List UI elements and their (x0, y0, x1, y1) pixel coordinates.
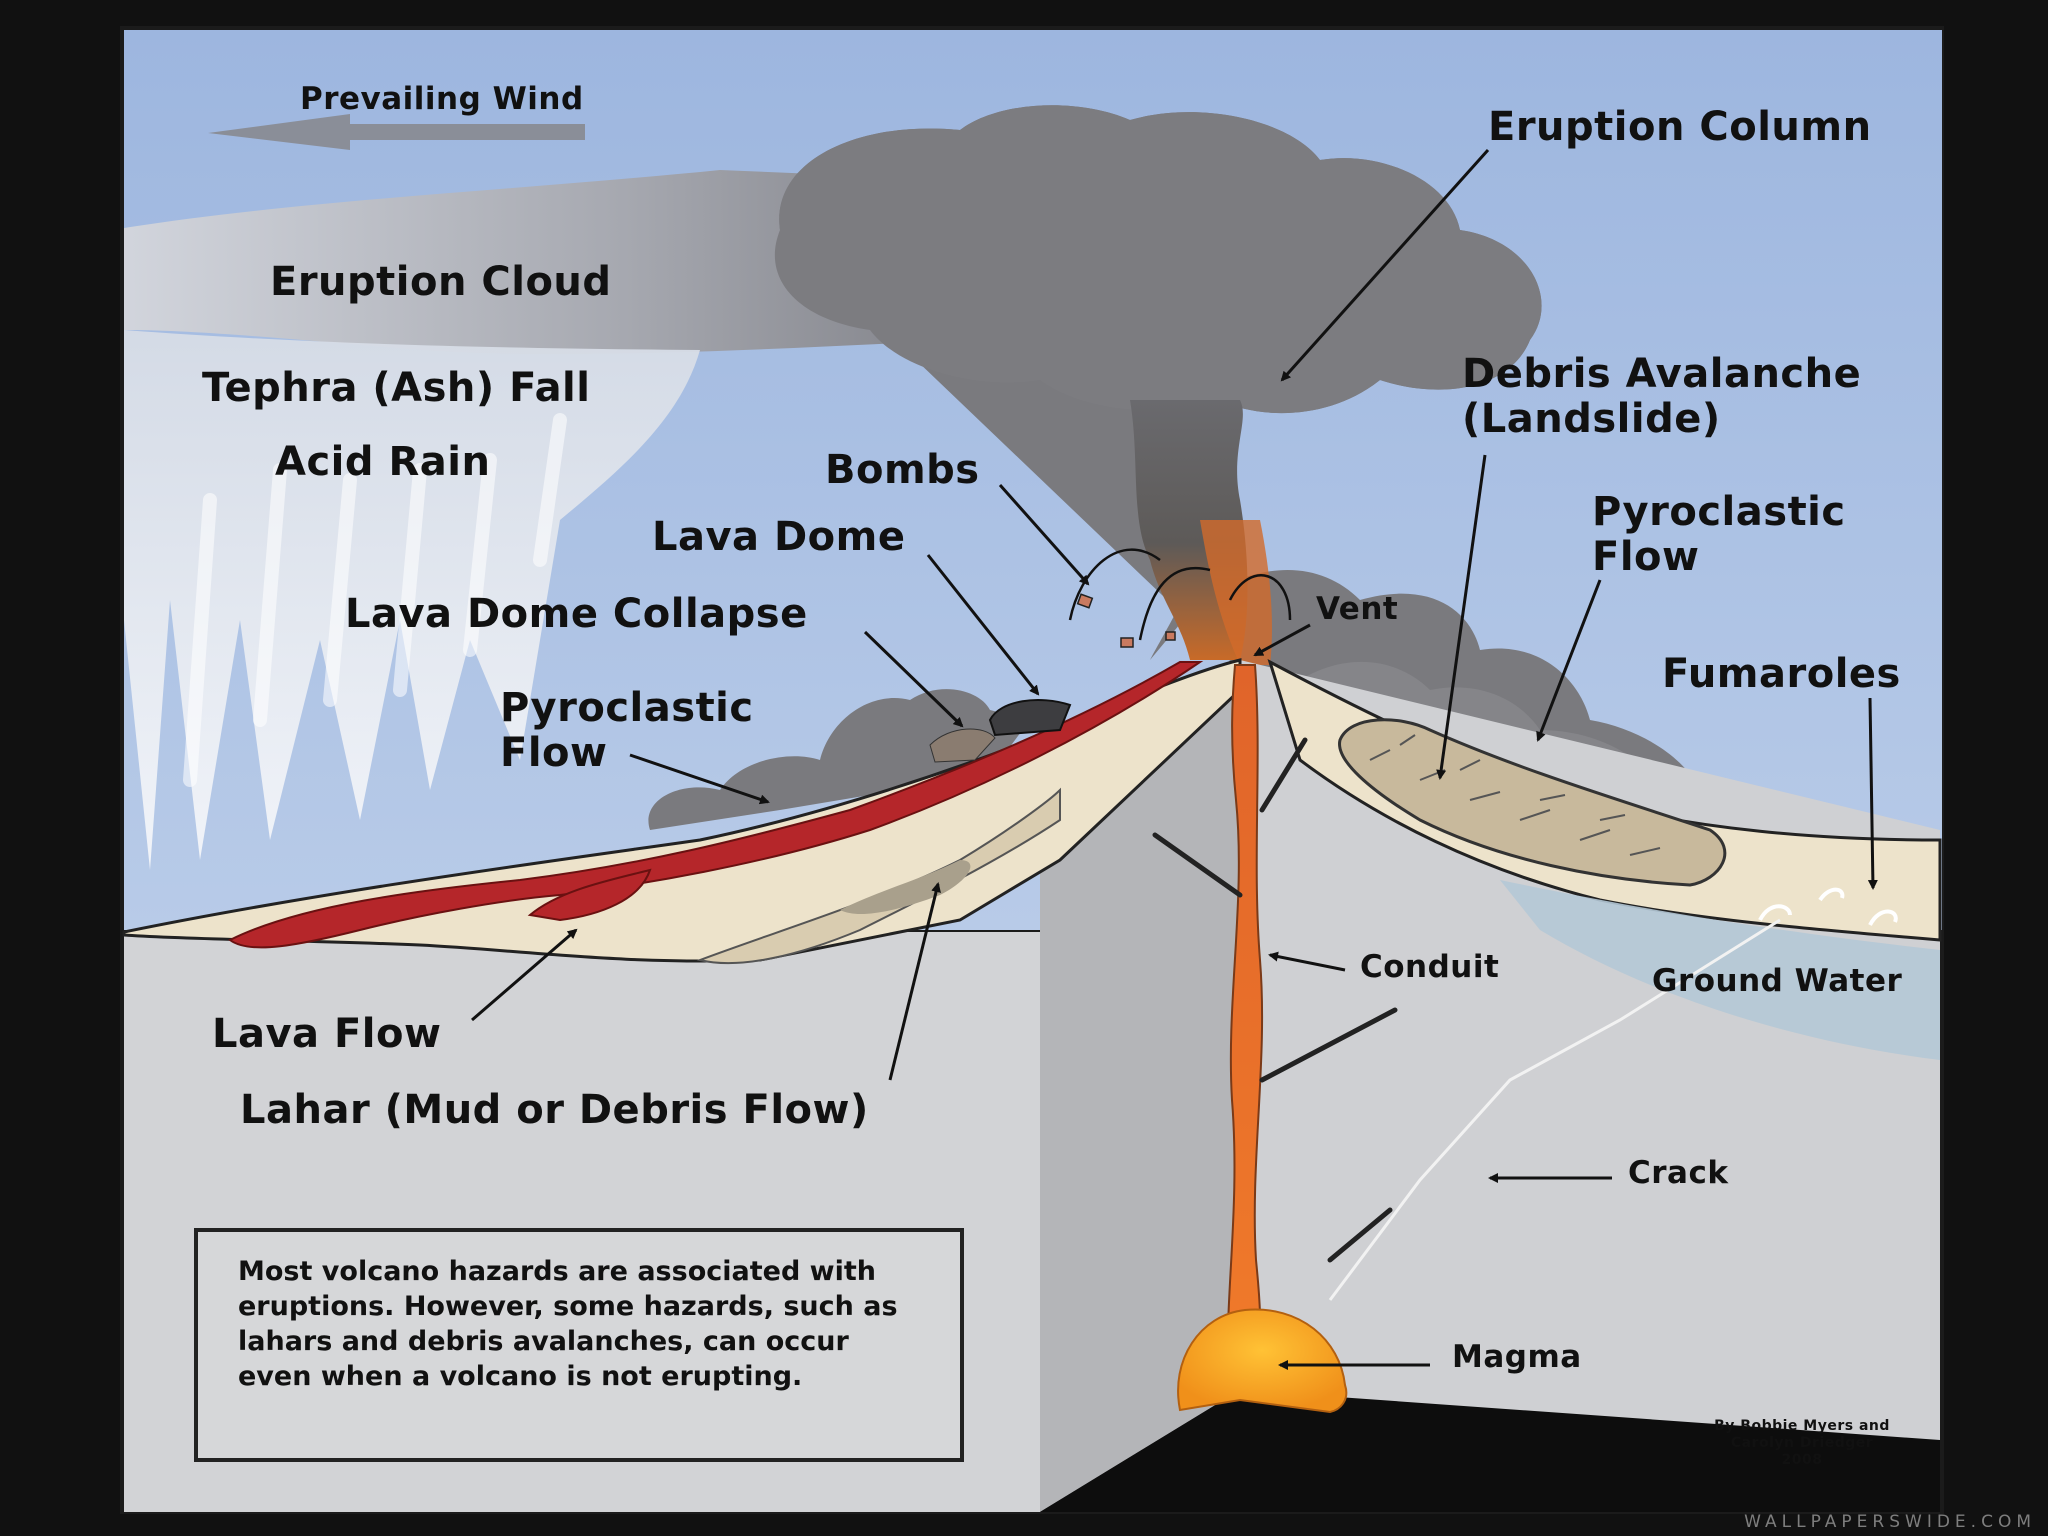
label-eruption-column: Eruption Column (1488, 104, 1872, 150)
hazards-note-box: Most volcano hazards are associated with… (194, 1228, 964, 1462)
eruption-cloud-band (124, 170, 960, 355)
label-vent: Vent (1316, 591, 1399, 627)
volcanic-bomb (1120, 637, 1134, 648)
label-magma: Magma (1452, 1339, 1582, 1375)
label-bombs: Bombs (825, 447, 980, 493)
label-pyroclastic-flow-right: Pyroclastic Flow (1592, 489, 1846, 580)
label-pyroclastic-flow-left: Pyroclastic Flow (500, 685, 754, 776)
label-lava-flow: Lava Flow (212, 1011, 442, 1057)
label-lava-dome-collapse: Lava Dome Collapse (345, 591, 808, 637)
debris-avalanche-deposit (1338, 718, 1727, 887)
lava-flow (228, 661, 1204, 949)
label-lava-dome: Lava Dome (652, 514, 906, 560)
label-crack: Crack (1628, 1155, 1729, 1191)
watermark: WALLPAPERSWIDE.COM (1744, 1512, 2036, 1532)
label-eruption-cloud: Eruption Cloud (270, 259, 612, 305)
label-ground-water: Ground Water (1652, 963, 1903, 999)
volcanic-bomb (1076, 593, 1094, 609)
magma-chamber (1177, 1308, 1348, 1414)
label-prevailing-wind: Prevailing Wind (300, 81, 584, 117)
volcanic-bomb (1165, 631, 1176, 641)
crack (1328, 918, 1781, 1301)
prevailing-wind-arrow (208, 114, 585, 150)
ground-water (1500, 880, 1940, 1060)
label-tephra-ash-fall: Tephra (Ash) Fall (202, 365, 591, 411)
credit-line-2: Carolyn Driedger (1730, 1434, 1874, 1451)
label-fumaroles: Fumaroles (1662, 651, 1901, 697)
credit-line-1: By Bobbie Myers and (1714, 1418, 1890, 1434)
lava-dome-collapse (929, 728, 996, 763)
label-conduit: Conduit (1360, 949, 1500, 985)
label-acid-rain: Acid Rain (275, 439, 491, 485)
leader-lines (471, 148, 1878, 1370)
label-debris-avalanche: Debris Avalanche (Landslide) (1462, 351, 1862, 442)
lava-dome (988, 699, 1072, 737)
label-lahar: Lahar (Mud or Debris Flow) (240, 1087, 869, 1133)
credit-line-3: 2008 (1781, 1451, 1823, 1468)
author-credit: By Bobbie Myers and Carolyn Driedger 200… (1702, 1418, 1902, 1468)
